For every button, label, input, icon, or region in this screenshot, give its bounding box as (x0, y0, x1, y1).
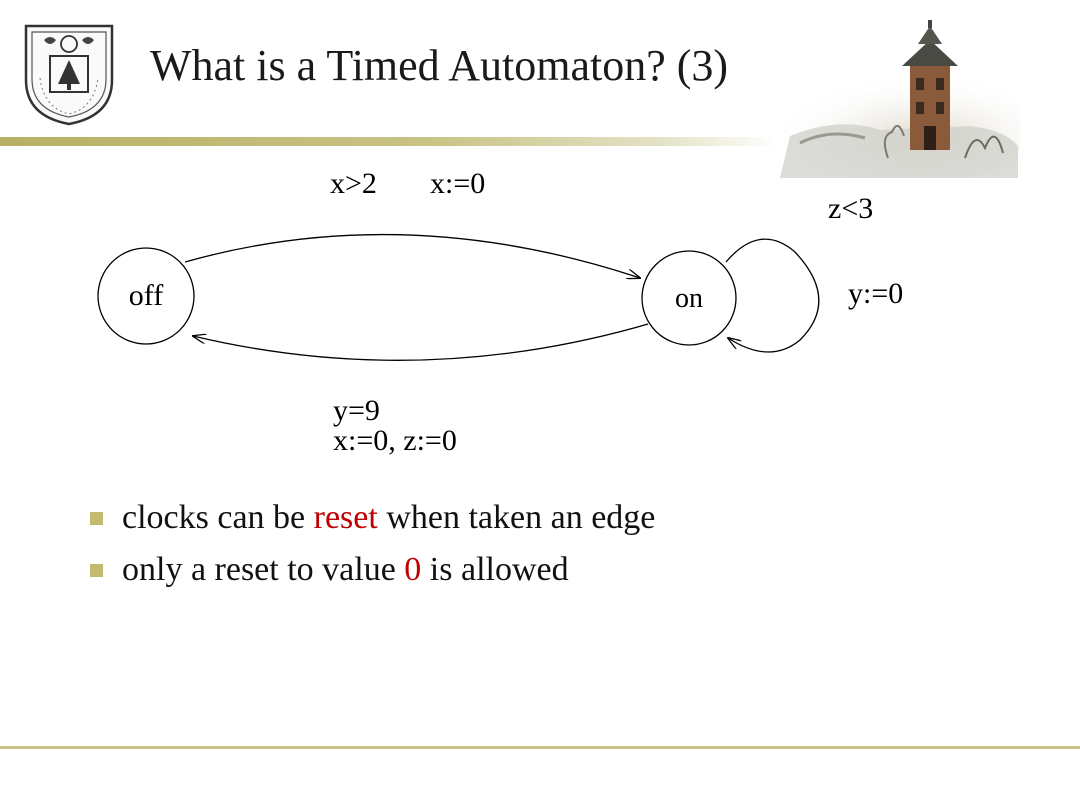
automaton-diagram: off on x>2 x:=0 y=9 x:=0, z:=0 z<3 y:=0 (97, 167, 903, 457)
bullet-list: clocks can be reset when taken an edge o… (90, 492, 655, 596)
bullet-text: clocks can be (122, 499, 314, 536)
header-divider (0, 137, 780, 146)
edge-off-on-guard: x>2 (330, 167, 377, 200)
bullet-text: only a reset to value (122, 551, 405, 588)
state-on: on (641, 250, 737, 346)
bullet-item: only a reset to value 0 is allowed (90, 544, 655, 596)
edge-on-off-reset: x:=0, z:=0 (333, 424, 457, 457)
bullet-highlight: reset (313, 499, 378, 536)
tower-photo-icon (780, 20, 1020, 178)
footer-divider (0, 746, 1080, 749)
university-seal-icon (24, 24, 114, 126)
slide-title: What is a Timed Automaton? (3) (150, 41, 729, 90)
edge-off-to-on (184, 233, 640, 278)
edge-on-off-guard: y=9 (333, 394, 380, 427)
bullet-item: clocks can be reset when taken an edge (90, 492, 655, 544)
edge-off-on-reset: x:=0 (430, 167, 485, 200)
edge-on-self-loop (725, 238, 820, 353)
bullet-highlight: 0 (404, 551, 422, 588)
self-loop-reset: y:=0 (848, 277, 903, 310)
bullet-text: is allowed (421, 551, 569, 588)
bullet-square-icon (90, 564, 103, 577)
bullet-text: when taken an edge (377, 499, 656, 536)
edge-on-to-off (193, 323, 649, 361)
bullet-square-icon (90, 512, 103, 525)
state-off-label: off (129, 279, 163, 312)
state-on-label: on (675, 283, 703, 314)
state-off: off (97, 247, 195, 345)
self-loop-guard: z<3 (828, 192, 873, 225)
